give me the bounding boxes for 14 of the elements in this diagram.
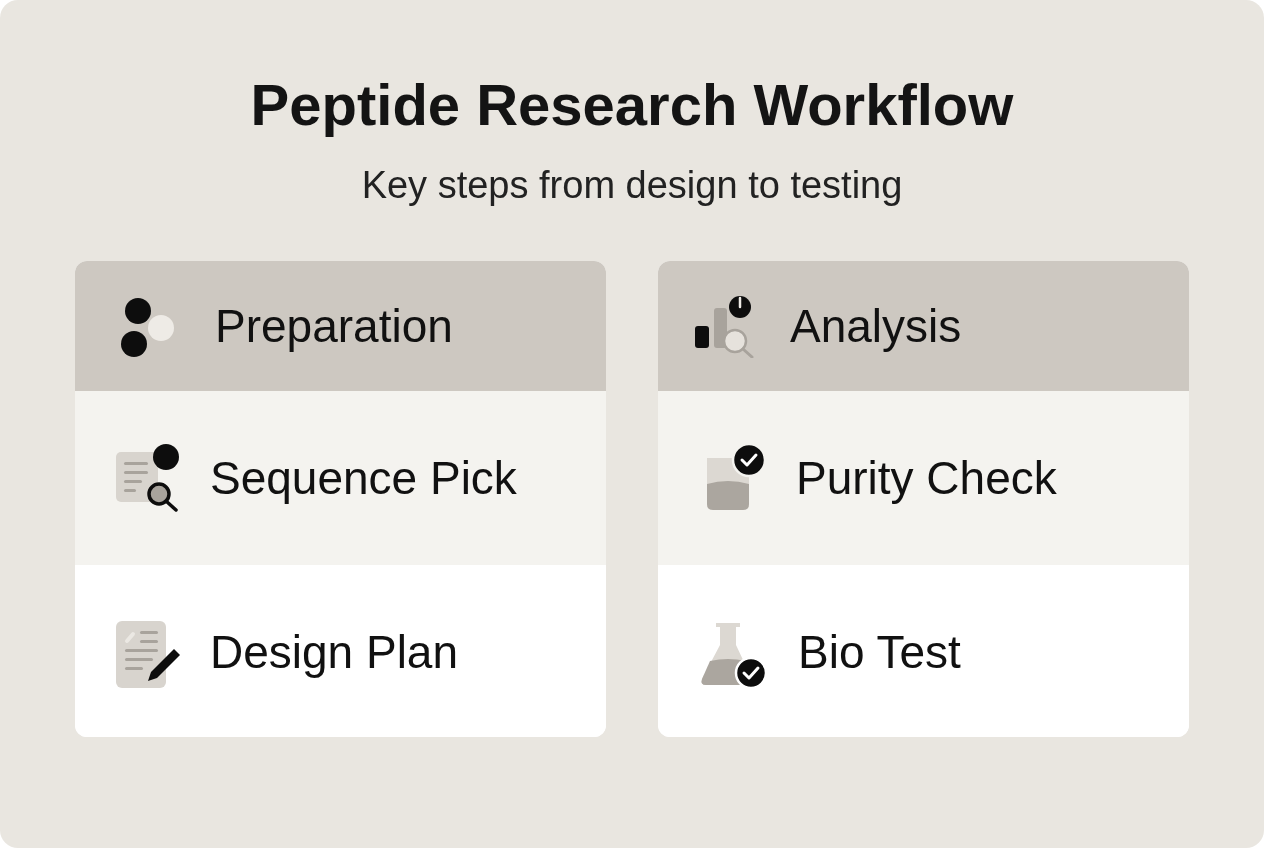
step-row xyxy=(658,565,1189,737)
step-label: Purity Check xyxy=(796,451,1057,505)
subtitle: Key steps from design to testing xyxy=(360,163,904,208)
section-card xyxy=(75,261,606,737)
step-row xyxy=(75,391,606,566)
section-heading: Analysis xyxy=(790,299,962,353)
step-row xyxy=(75,565,606,737)
section-heading: Preparation xyxy=(215,299,453,353)
step-row xyxy=(658,391,1189,566)
step-label: Design Plan xyxy=(210,625,459,679)
step-label: Sequence Pick xyxy=(210,451,517,505)
diagram-title: Peptide Research Workflow xyxy=(249,71,1015,139)
step-label: Bio Test xyxy=(798,625,961,679)
section-card xyxy=(658,261,1189,737)
